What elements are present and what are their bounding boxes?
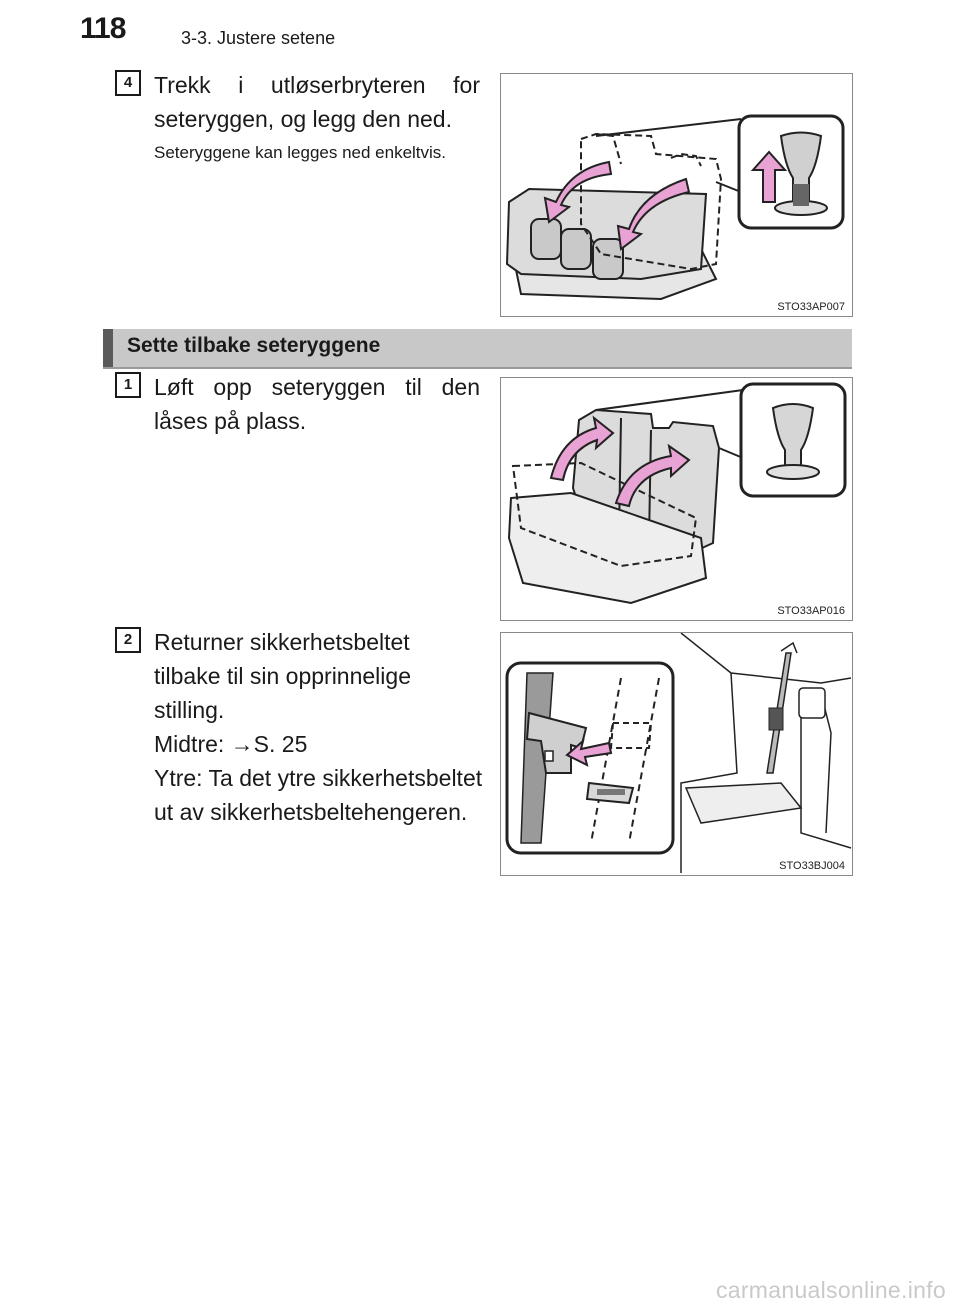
figure-raise-seatback: STO33AP016 — [500, 377, 853, 621]
step-2-line-1: Returner sikkerhetsbeltet — [154, 629, 410, 655]
step-2-line-6: ut av sikkerhetsbeltehengeren. — [154, 799, 468, 825]
raise-seatback-illustration: STO33AP016 — [507, 382, 847, 617]
section-band-accent — [103, 329, 113, 367]
step-2-line-3: stilling. — [154, 697, 225, 723]
page-number: 118 — [80, 12, 126, 45]
step-2-text: Returner sikkerhetsbeltet tilbake til si… — [154, 625, 484, 829]
figure-return-seatbelt: STO33BJ004 — [500, 632, 853, 876]
step-2-badge: 2 — [115, 627, 141, 653]
fold-down-illustration: STO33AP007 — [505, 114, 845, 313]
step-2-line-2: tilbake til sin opprinnelige — [154, 663, 411, 689]
step-4-note: Seteryggene kan legges ned enkeltvis. — [154, 143, 447, 162]
step-1-badge: 1 — [115, 372, 141, 398]
step-1-instruction: Løft opp seteryggen til den låses på pla… — [154, 374, 480, 434]
site-watermark: carmanualsonline.info — [715, 1277, 946, 1303]
step-2-line-5: Ytre: Ta det ytre sikkerhetsbeltet — [154, 765, 483, 791]
return-seatbelt-illustration: STO33BJ004 — [505, 632, 852, 873]
figure-fold-down-seatback: STO33AP007 — [500, 73, 853, 317]
step-4-instruction: Trekk i utløserbryteren for seteryggen, … — [154, 72, 480, 132]
figure-code-step1: STO33AP016 — [777, 605, 845, 617]
section-title: 3-3. Justere setene — [181, 28, 336, 48]
section-band — [103, 329, 852, 369]
section-band-title: Sette tilbake seteryggene — [127, 334, 381, 357]
step-2-line-4: Midtre: →S. 25 — [154, 731, 308, 757]
figure-code-step4: STO33AP007 — [777, 301, 845, 313]
step-4-badge: 4 — [115, 70, 141, 96]
figure-code-step2: STO33BJ004 — [779, 860, 845, 872]
